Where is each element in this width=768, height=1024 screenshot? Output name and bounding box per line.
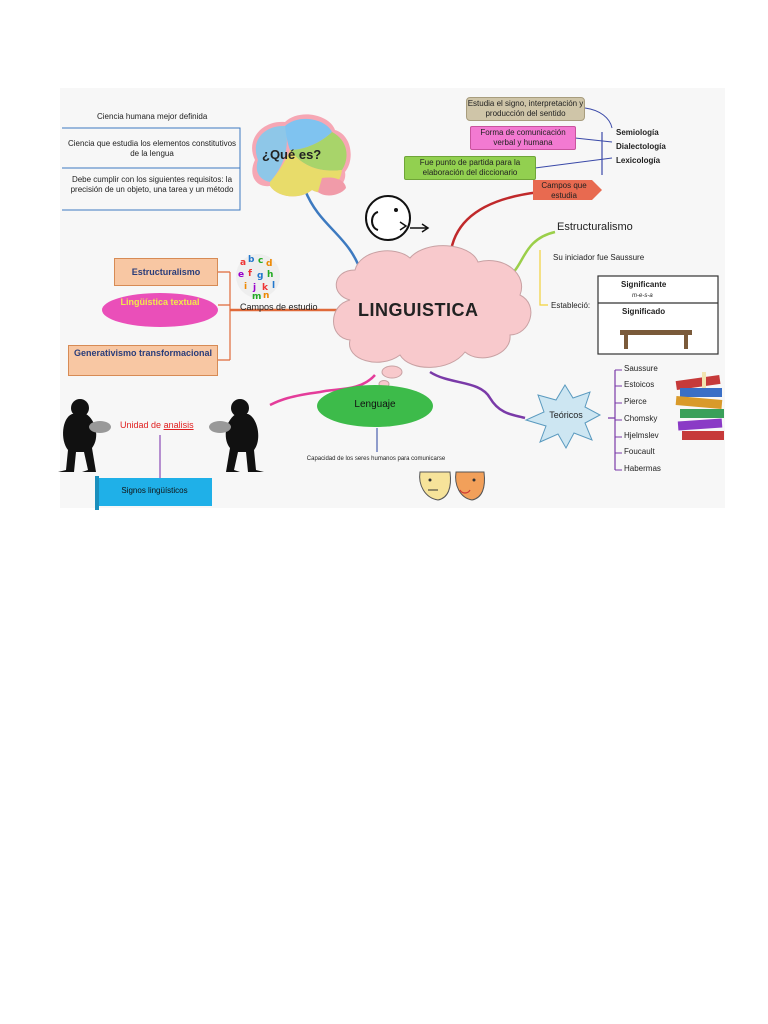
dialectologia-term: Dialectología — [616, 142, 666, 151]
signos-label: Signos lingüísticos — [121, 486, 188, 495]
establecio-label: Estableció: — [551, 301, 591, 310]
talking-faces-icon — [419, 471, 485, 501]
central-cloud — [333, 245, 532, 388]
significante-example: m-e-s-a — [632, 293, 653, 299]
que-es-item-3: Debe cumplir con los siguientes requisit… — [70, 175, 234, 194]
estructuralismo-box: Estructuralismo — [114, 258, 218, 286]
linguistica-textual-oval — [102, 293, 218, 327]
svg-text:b: b — [248, 255, 255, 265]
que-es-item-2: Ciencia que estudia los elementos consti… — [67, 139, 237, 158]
link-dialectologia — [574, 137, 613, 143]
teorico-foucault: Foucault — [624, 447, 655, 456]
dialectologia-desc: Forma de comunicación verbal y humana — [470, 126, 576, 150]
generativismo-box: Generativismo transformacional — [68, 345, 218, 376]
teorico-habermas: Habermas — [624, 464, 661, 473]
estructuralismo-label: Estructuralismo — [557, 221, 633, 233]
unidad-label: Unidad de — [120, 420, 162, 430]
svg-text:e: e — [238, 270, 244, 280]
semiologia-desc: Estudia el signo, interpretación y produ… — [466, 97, 585, 121]
svg-text:d: d — [266, 259, 272, 269]
campos-que-estudia-label: Campos que estudia — [541, 181, 587, 200]
signos-banner-edge — [95, 476, 99, 510]
lexicologia-term: Lexicología — [616, 156, 661, 165]
analisis-label: analisis — [163, 420, 194, 430]
svg-text:m: m — [252, 292, 261, 302]
que-es-label: ¿Qué es? — [262, 147, 322, 162]
campos-que-estudia-arrow — [533, 180, 602, 200]
link-semiologia — [584, 107, 613, 129]
bracket-que-es — [62, 127, 241, 211]
linguistica-textual-label: Lingüística textual — [120, 297, 200, 307]
lenguaje-desc: Capacidad de los seres humanos para comu… — [306, 456, 446, 462]
link-lexicologia — [534, 157, 613, 169]
books-stack-icon — [675, 372, 724, 440]
campos-estudio-label: Campos de estudio — [240, 302, 318, 312]
significante-label: Significante — [621, 280, 667, 289]
brain-icon — [252, 114, 351, 197]
teoricos-label: Teóricos — [549, 410, 583, 420]
svg-text:h: h — [267, 270, 273, 280]
teorico-saussure: Saussure — [624, 364, 658, 373]
object-left-icon — [89, 421, 111, 433]
svg-text:n: n — [263, 291, 269, 301]
svg-text:c: c — [258, 256, 263, 266]
signos-banner — [97, 478, 212, 506]
table-icon — [597, 275, 719, 355]
lenguaje-ellipse — [317, 385, 433, 427]
svg-text:k: k — [262, 283, 269, 293]
svg-text:g: g — [257, 271, 263, 281]
lexicologia-desc: Fue punto de partida para la elaboración… — [404, 156, 536, 180]
svg-text:i: i — [244, 282, 247, 292]
line-teoricos — [429, 370, 526, 420]
que-es-item-1: Ciencia humana mejor definida — [97, 112, 208, 121]
svg-text:j: j — [252, 283, 256, 293]
teorico-hjelmslev: Hjelmslev — [624, 431, 659, 440]
lenguaje-label: Lenguaje — [354, 399, 396, 410]
svg-text:f: f — [248, 269, 252, 279]
speaking-head-icon — [365, 195, 430, 241]
line-lenguaje — [269, 374, 376, 407]
teorico-estoicos: Estoicos — [624, 380, 655, 389]
bracket-campos-estudio — [218, 271, 231, 361]
significado-label: Significado — [622, 307, 666, 316]
saussure-iniciador: Su iniciador fue Saussure — [553, 253, 645, 262]
teoricos-star — [524, 384, 602, 450]
object-right-icon — [209, 421, 231, 433]
unidad-analisis-label: Unidad de analisis — [120, 420, 194, 430]
line-establecio — [539, 250, 548, 306]
svg-text:a: a — [240, 258, 246, 268]
central-title: LINGUISTICA — [358, 300, 479, 320]
semiologia-term: Semiología — [616, 128, 659, 137]
teorico-pierce: Pierce — [624, 397, 647, 406]
teorico-chomsky: Chomsky — [624, 414, 658, 423]
svg-text:l: l — [272, 281, 275, 291]
